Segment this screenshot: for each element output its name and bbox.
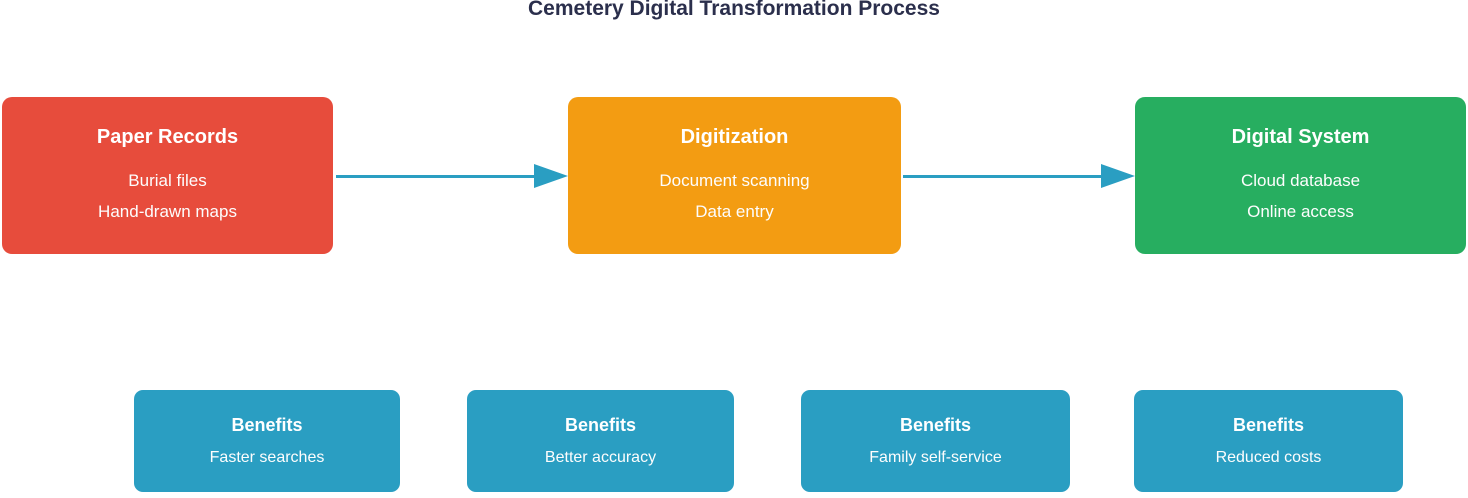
stage-title-digitization: Digitization xyxy=(680,125,789,148)
arrow-right-icon xyxy=(1101,164,1135,188)
arrow-digitization-to-system xyxy=(903,164,1135,188)
stage-title-paper-records: Paper Records xyxy=(96,125,239,148)
benefit-box-better-accuracy: Benefits Better accuracy xyxy=(467,390,734,492)
benefit-box-reduced-costs: Benefits Reduced costs xyxy=(1134,390,1403,492)
stage-line-online-access: Online access xyxy=(1247,201,1354,221)
stage-line-burial-files: Burial files xyxy=(128,170,207,190)
benefit-title: Benefits xyxy=(899,415,971,435)
benefit-box-family-self-service: Benefits Family self-service xyxy=(801,390,1070,492)
stage-line-data-entry: Data entry xyxy=(695,201,774,221)
arrow-right-icon xyxy=(534,164,568,188)
stage-line-cloud-database: Cloud database xyxy=(1240,170,1361,190)
benefit-box-faster-searches: Benefits Faster searches xyxy=(134,390,400,492)
benefit-line-better-accuracy: Better accuracy xyxy=(544,449,657,466)
arrow-paper-to-digitization xyxy=(336,164,568,188)
benefit-title: Benefits xyxy=(231,415,303,435)
arrow-shaft xyxy=(336,175,536,178)
stage-line-document-scanning: Document scanning xyxy=(659,170,810,190)
benefit-title: Benefits xyxy=(1232,415,1304,435)
stage-box-digitization: Digitization Document scanning Data entr… xyxy=(568,97,901,254)
diagram-title: Cemetery Digital Transformation Process xyxy=(528,0,940,20)
stage-title-digital-system: Digital System xyxy=(1231,125,1370,148)
benefit-line-faster-searches: Faster searches xyxy=(209,449,325,466)
stage-box-digital-system: Digital System Cloud database Online acc… xyxy=(1135,97,1466,254)
benefit-line-family-self-service: Family self-service xyxy=(869,449,1002,466)
stage-box-paper-records: Paper Records Burial files Hand-drawn ma… xyxy=(2,97,333,254)
benefit-line-reduced-costs: Reduced costs xyxy=(1215,449,1322,466)
benefit-title: Benefits xyxy=(564,415,636,435)
arrow-shaft xyxy=(903,175,1103,178)
stage-line-hand-drawn-maps: Hand-drawn maps xyxy=(98,201,237,221)
